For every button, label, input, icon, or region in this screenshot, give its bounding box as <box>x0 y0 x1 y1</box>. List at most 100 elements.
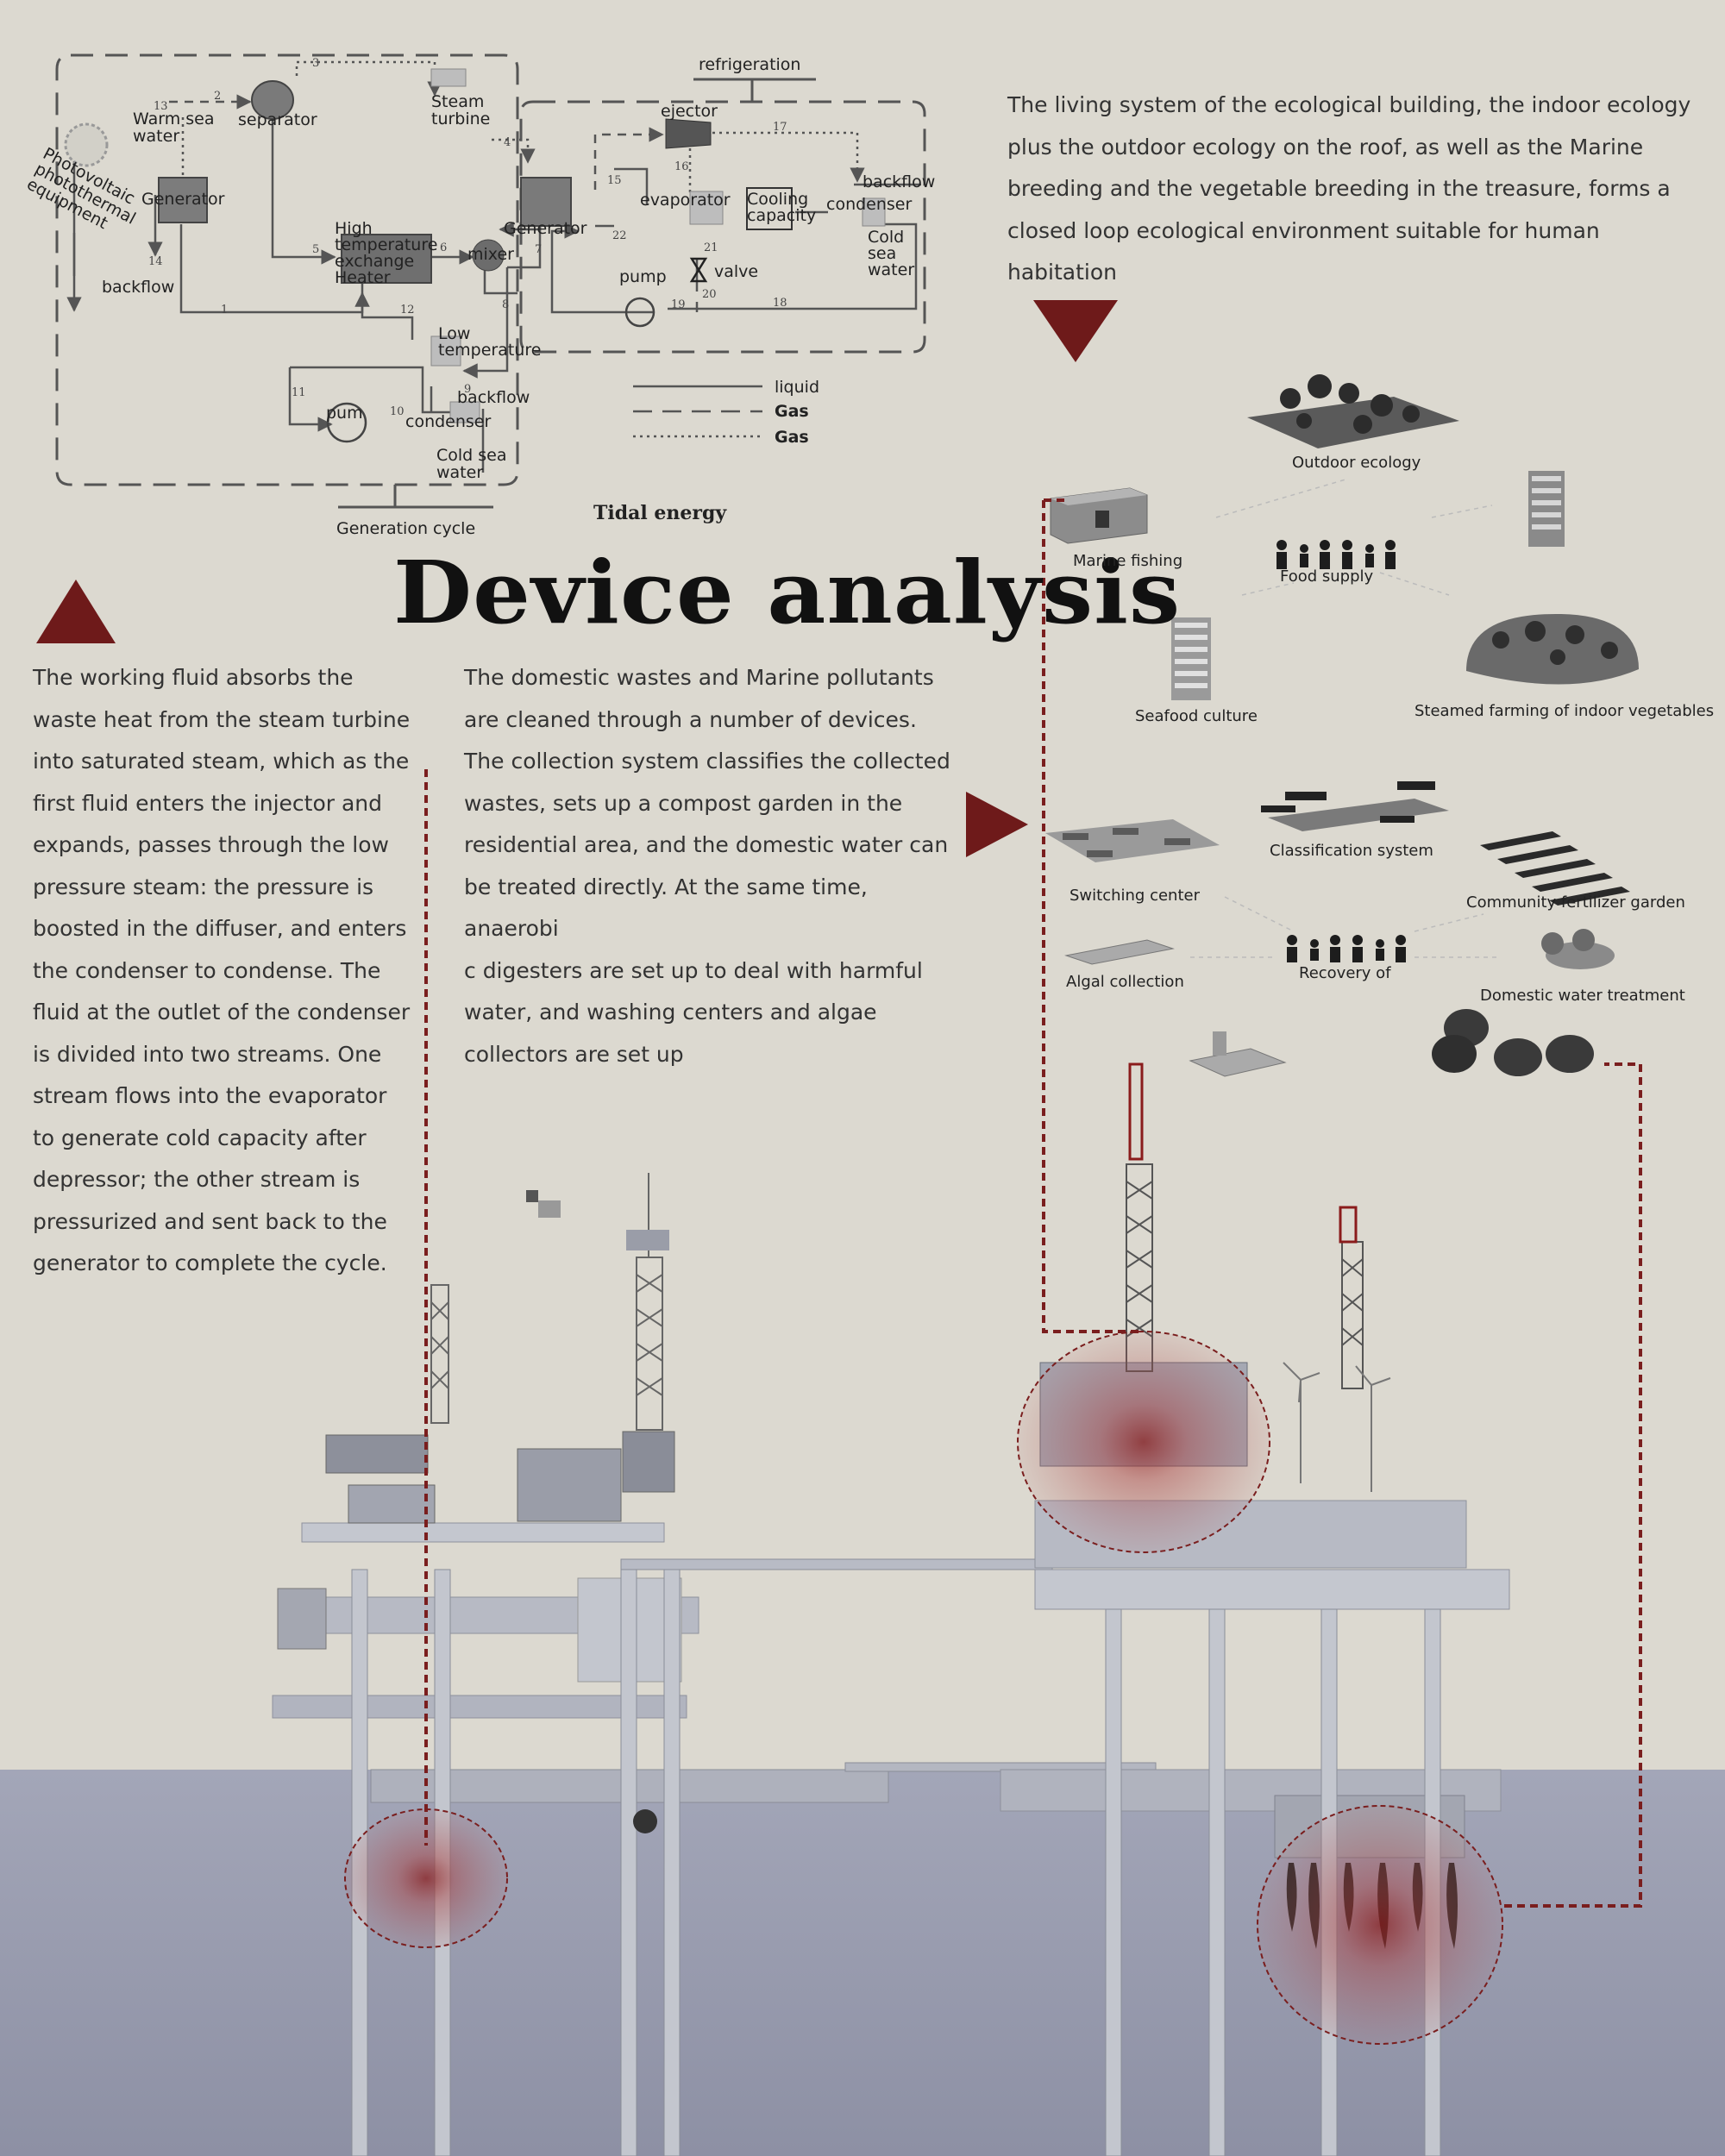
ecology-cluster <box>1050 374 1639 700</box>
pump-bottom-circle <box>326 402 367 443</box>
pump-bottom-label: pum <box>326 404 363 423</box>
low-temperature-label: Low temperature <box>438 324 542 360</box>
stream-number-21: 21 <box>704 241 718 254</box>
classification-system-icon <box>1261 781 1449 831</box>
leader-right <box>1504 1062 1642 1908</box>
waste-cluster <box>1045 781 1630 1077</box>
stream-number-8: 8 <box>502 298 510 311</box>
ejector-shape <box>665 118 712 149</box>
valve-label: valve <box>714 262 759 281</box>
stream-number-19: 19 <box>671 298 686 311</box>
legend-gas-dotted-label: Gas <box>775 428 809 447</box>
buoy <box>633 1809 657 1833</box>
left-building-block-4 <box>622 1431 675 1493</box>
backflow-left-label: backflow <box>102 278 175 297</box>
photovoltaic-panel <box>64 122 109 167</box>
triangle-down-marker <box>1033 300 1118 362</box>
cold-sea-water-bottom-label: Cold sea water <box>436 446 507 482</box>
switching-center-label: Switching center <box>1070 887 1200 905</box>
mixer-label: mixer <box>467 245 514 264</box>
stream-number-17: 17 <box>773 121 787 134</box>
stream-number-1: 1 <box>221 304 229 317</box>
condenser-right-label: condenser <box>826 195 913 214</box>
top-right-paragraph: The living system of the ecological buil… <box>1007 92 1691 285</box>
marine-fishing-label: Marine fishing <box>1073 552 1183 570</box>
right-lower-deck <box>1034 1569 1510 1610</box>
stream-number-13: 13 <box>154 100 168 113</box>
generator-right-box <box>520 177 572 227</box>
left-paragraph: The working fluid absorbs the waste heat… <box>33 665 411 1275</box>
generation-bracket <box>338 485 493 509</box>
evaporator-box <box>689 191 724 225</box>
stream-number-5: 5 <box>312 243 320 256</box>
heater-box <box>341 234 432 284</box>
stream-number-15: 15 <box>607 174 622 187</box>
stream-number-9: 9 <box>464 383 472 396</box>
cooling-capacity-box <box>746 187 793 230</box>
right-crane-red-top <box>1128 1062 1144 1161</box>
stream-number-18: 18 <box>773 297 787 310</box>
stream-number-2: 2 <box>214 90 222 103</box>
outdoor-ecology-icon <box>1247 374 1459 448</box>
backflow-right-label: backflow <box>862 172 936 191</box>
stream-number-4: 4 <box>504 136 511 149</box>
wind-turbines <box>1283 1362 1391 1492</box>
condenser-right-box <box>862 197 886 227</box>
mixer-circle <box>472 239 505 272</box>
food-supply-label: Food supply <box>1280 567 1374 586</box>
tidal-energy-subtitle: Tidal energy <box>593 502 727 524</box>
legend-gas-dashed-label: Gas <box>775 402 809 421</box>
water-treatment-icon <box>1541 929 1615 969</box>
leader-center <box>1042 500 1138 1333</box>
cooling-capacity-label: Cooling capacity <box>747 190 817 225</box>
seafood-culture-icon <box>1171 617 1211 700</box>
steam-turbine-shape <box>430 68 467 87</box>
low-temp-exchanger <box>430 335 461 367</box>
generation-cycle-frame <box>55 53 519 486</box>
stream-number-3: 3 <box>312 57 320 70</box>
left-tower-cap <box>626 1230 669 1250</box>
cold-sea-water-right-label: Cold sea water <box>868 228 915 279</box>
stream-number-14: 14 <box>148 255 163 268</box>
ejector-label: ejector <box>661 102 718 121</box>
highlight-left-underwater <box>344 1808 508 1948</box>
triangle-up-marker <box>36 580 116 643</box>
marine-fishing-icon <box>1050 487 1148 544</box>
page-title: Device analysis <box>393 542 1182 643</box>
community-garden-label: Community fertilizer garden <box>1466 893 1685 912</box>
leader-lines <box>424 498 1642 1908</box>
left-lower-deck <box>272 1695 687 1719</box>
backflow-bottom-label: backflow <box>457 388 530 407</box>
stream-number-22: 22 <box>612 229 627 242</box>
digester-tanks-icon <box>1432 1009 1594 1076</box>
separator-label: separator <box>238 110 317 129</box>
triangle-right-marker <box>966 792 1028 857</box>
algal-collection-label: Algal collection <box>1066 973 1184 991</box>
generation-cycle-label: Generation cycle <box>336 519 476 538</box>
left-upper-deck <box>301 1522 665 1543</box>
highlight-right-rooftop <box>1017 1331 1270 1553</box>
condenser-label: condenser <box>405 412 492 431</box>
domestic-water-label: Domestic water treatment <box>1480 987 1685 1005</box>
steamed-farming-icon <box>1466 613 1639 685</box>
stream-number-11: 11 <box>292 386 306 399</box>
generator-left-label: Generator <box>141 190 225 209</box>
stream-number-20: 20 <box>702 288 717 301</box>
highlight-right-seaweed <box>1257 1805 1503 2045</box>
seafood-culture-label: Seafood culture <box>1135 707 1258 725</box>
recovery-label: Recovery of <box>1299 964 1391 982</box>
valve-symbol <box>689 257 708 283</box>
highlight-circles <box>344 1331 1503 2045</box>
steamed-farming-label: Steamed farming of indoor vegetables <box>1414 702 1715 720</box>
walkway-bridge <box>620 1558 1053 1570</box>
stream-number-7: 7 <box>535 243 543 256</box>
stream-number-6: 6 <box>440 241 448 254</box>
refrigeration-bracket <box>693 78 816 102</box>
legend-lines <box>633 385 762 438</box>
condenser-box <box>449 401 480 423</box>
pump-right-circle <box>624 297 656 328</box>
cycle-components <box>64 68 886 443</box>
washing-center-icon <box>1189 1031 1287 1077</box>
left-building-block-3 <box>517 1448 622 1522</box>
